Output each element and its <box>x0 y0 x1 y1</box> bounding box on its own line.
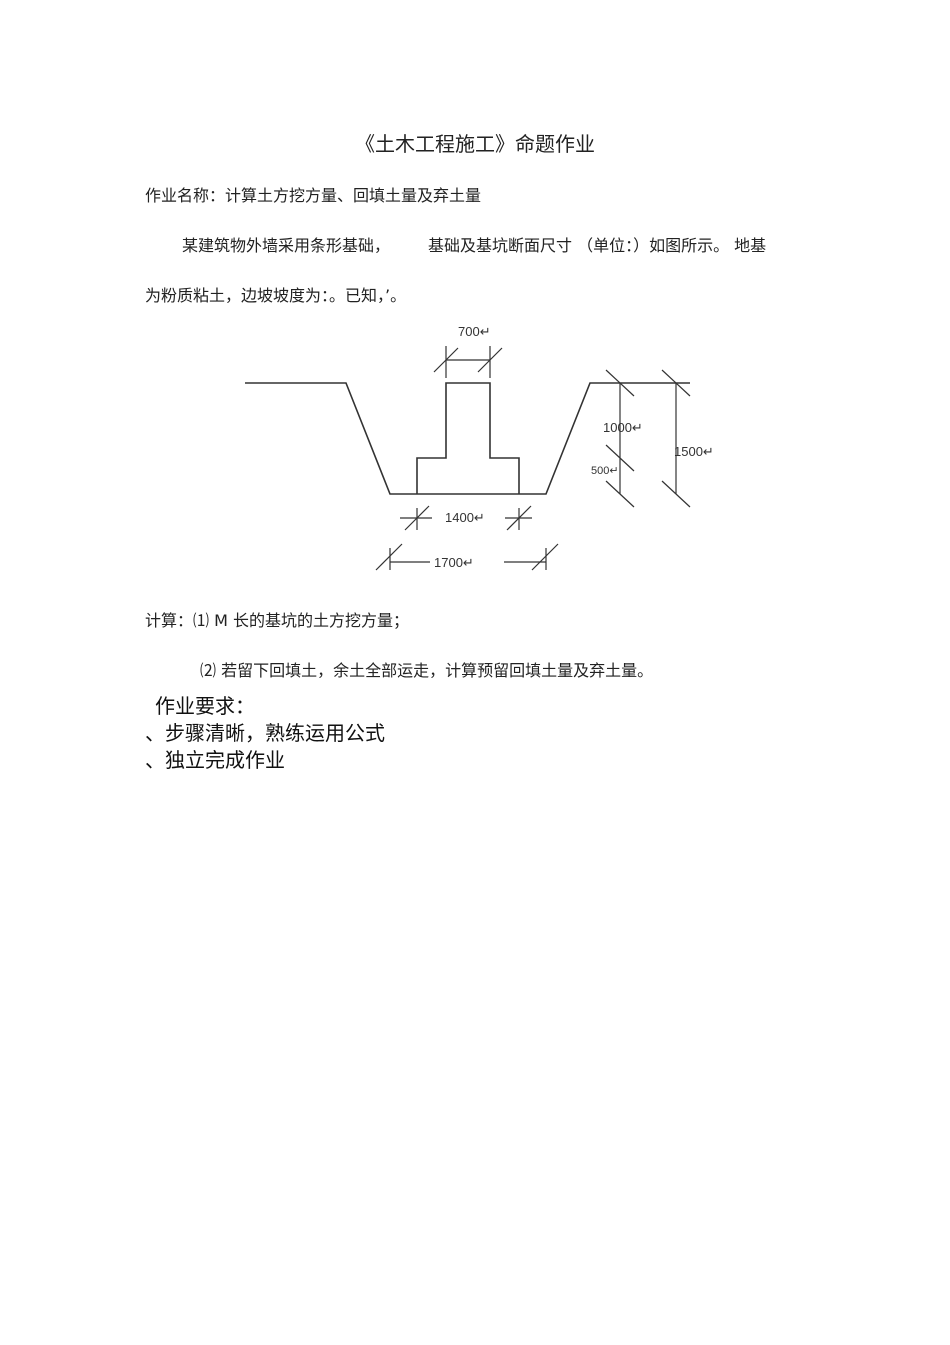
calc-question-2: ⑵ 若留下回填土，余土全部运走，计算预留回填土量及弃土量。 <box>200 661 654 680</box>
trench-outline <box>245 382 690 495</box>
foundation-outline <box>416 382 520 494</box>
dim-label-depth1: 1000↵ <box>603 420 643 435</box>
intro-line1-a: 某建筑物外墙采用条形基础， <box>182 236 391 255</box>
dim-label-total: 1500↵ <box>674 444 714 459</box>
requirement-item-2: 、独立完成作业 <box>145 748 285 772</box>
assignment-name: 作业名称：计算土方挖方量、回填土量及弃土量 <box>145 186 482 205</box>
document-title: 《土木工程施工》命题作业 <box>355 132 595 156</box>
dim-label-base: 1400↵ <box>445 510 485 525</box>
dim-label-bottom: 1700↵ <box>434 555 474 570</box>
intro-line2: 为粉质粘土，边坡坡度为：。已知，’。 <box>145 286 407 305</box>
dim-label-top: 700↵ <box>458 324 491 339</box>
requirements-heading: 作业要求： <box>155 694 255 718</box>
requirement-item-1: 、步骤清晰，熟练运用公式 <box>145 721 385 745</box>
intro-line1-b: 基础及基坑断面尺寸 （单位：）如图所示。 地基 <box>428 236 767 255</box>
calc-question-1: 计算：⑴ M 长的基坑的土方挖方量； <box>145 611 409 630</box>
dim-label-step: 500↵ <box>591 465 619 477</box>
